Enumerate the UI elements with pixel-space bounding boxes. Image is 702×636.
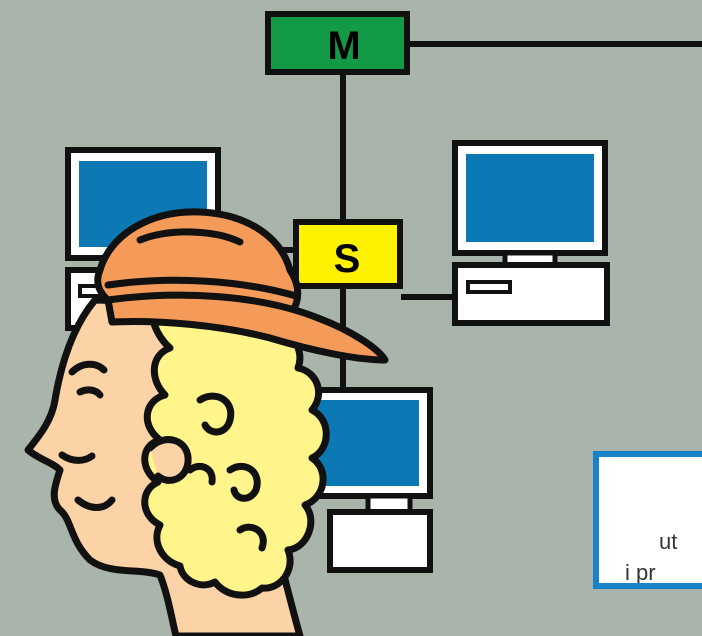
master-label: M — [327, 24, 360, 68]
info-callout: ut i pr — [593, 451, 702, 589]
switch-label: S — [334, 237, 361, 281]
person-hair — [141, 292, 330, 599]
person-cap-brim — [104, 291, 389, 364]
callout-line-2: i pr — [625, 560, 656, 585]
computer-icon-right — [452, 140, 610, 326]
switch-node: S — [293, 219, 403, 289]
callout-line-1: ut — [659, 529, 678, 554]
person-illustration — [24, 208, 389, 636]
master-node: M — [265, 11, 410, 75]
